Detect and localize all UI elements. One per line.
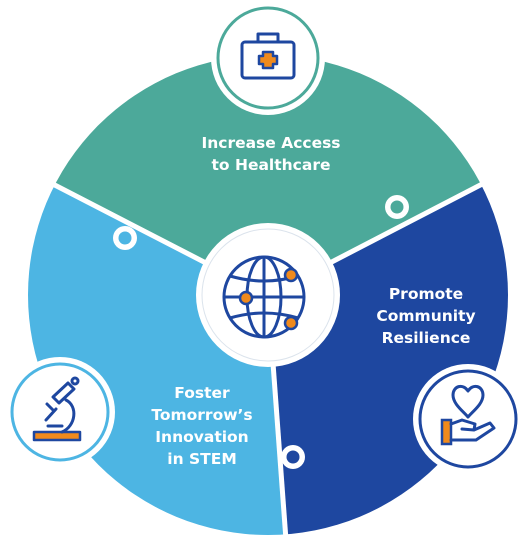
heart-in-hand-icon xyxy=(440,384,496,446)
segment-healthcare xyxy=(45,55,490,295)
stem-label-line-4: in STEM xyxy=(167,450,237,468)
badge-stem xyxy=(5,357,115,467)
healthcare-label-line-2: to Healthcare xyxy=(212,156,331,174)
stem-label-line-3: Innovation xyxy=(155,428,248,446)
badge-resilience xyxy=(413,364,523,474)
resilience-label-line-1: Promote xyxy=(389,285,463,303)
badge-healthcare xyxy=(211,1,325,115)
healthcare-label-line-1: Increase Access xyxy=(201,134,340,152)
label-healthcare: Increase Access to Healthcare xyxy=(201,134,340,174)
resilience-label-line-3: Resilience xyxy=(382,329,471,347)
stem-label-line-1: Foster xyxy=(174,384,230,402)
microscope-icon xyxy=(32,376,82,442)
label-stem: Foster Tomorrow’s Innovation in STEM xyxy=(151,384,252,468)
connector-bottom xyxy=(281,445,305,469)
resilience-label-line-2: Community xyxy=(376,307,475,325)
label-resilience: Promote Community Resilience xyxy=(376,285,475,347)
center-hub xyxy=(196,223,340,367)
first-aid-kit-icon xyxy=(240,32,296,80)
connector-right xyxy=(385,195,409,219)
puzzle-connectors xyxy=(113,195,409,469)
network-nodes xyxy=(238,267,299,331)
stem-label-line-2: Tomorrow’s xyxy=(151,406,252,424)
connector-left xyxy=(113,226,137,250)
